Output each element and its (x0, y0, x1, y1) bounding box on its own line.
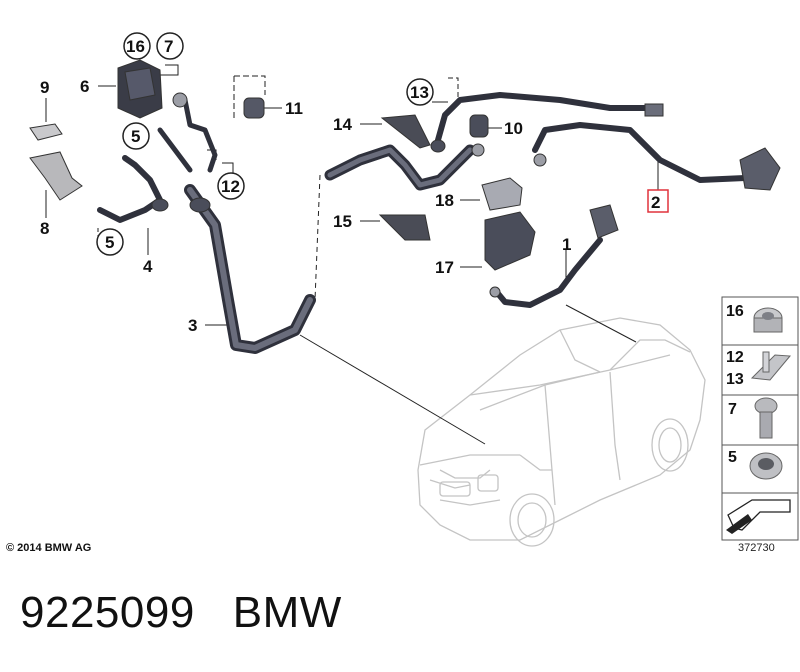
part-label-5b: 5 (105, 233, 114, 252)
nut-5-icon (749, 452, 783, 480)
legend-label-7: 7 (728, 401, 737, 418)
part-label-13: 13 (410, 83, 429, 102)
battery-cables (97, 92, 748, 354)
part-label-9: 9 (40, 78, 49, 97)
legend-label-13: 13 (726, 371, 744, 388)
footer: 9225099 BMW (20, 588, 380, 638)
part-label-15: 15 (333, 212, 352, 231)
part-label-3: 3 (188, 316, 197, 335)
part-label-4: 4 (143, 257, 153, 276)
part-label-10: 10 (504, 119, 523, 138)
callout-circles (96, 32, 434, 256)
bolt-7-icon (754, 397, 778, 439)
components (29, 59, 781, 298)
part-number: 9225099 (20, 588, 195, 637)
hardware-legend: 16 12 13 7 5 (721, 296, 799, 541)
part-label-14: 14 (333, 115, 352, 134)
part-label-16: 16 (126, 37, 145, 56)
direction-arrow-icon (726, 499, 791, 534)
part-label-7: 7 (164, 37, 173, 56)
car-outline (417, 317, 706, 547)
part-label-17: 17 (435, 258, 454, 277)
legend-label-5: 5 (728, 449, 737, 466)
part-label-5a: 5 (131, 127, 140, 146)
copyright-notice: © 2014 BMW AG (6, 542, 92, 554)
legend-label-12: 12 (726, 349, 744, 366)
part-number-labels: 1 2 3 4 5 5 6 7 8 9 10 11 12 13 14 15 16… (40, 37, 660, 335)
legend-label-16: 16 (726, 303, 744, 320)
part-label-8: 8 (40, 219, 49, 238)
part-label-6: 6 (80, 77, 89, 96)
part-label-18: 18 (435, 191, 454, 210)
bolt-16-icon (753, 307, 783, 333)
part-label-12: 12 (221, 177, 240, 196)
brand-name: BMW (232, 588, 342, 637)
part-label-2: 2 (651, 193, 660, 212)
part-2-highlight-box (647, 189, 669, 213)
diagram-number: 372730 (738, 542, 775, 554)
leader-lines (45, 64, 659, 445)
part-label-11: 11 (285, 99, 303, 118)
part-label-1: 1 (562, 235, 571, 254)
clip-12-13-icon (750, 351, 792, 381)
